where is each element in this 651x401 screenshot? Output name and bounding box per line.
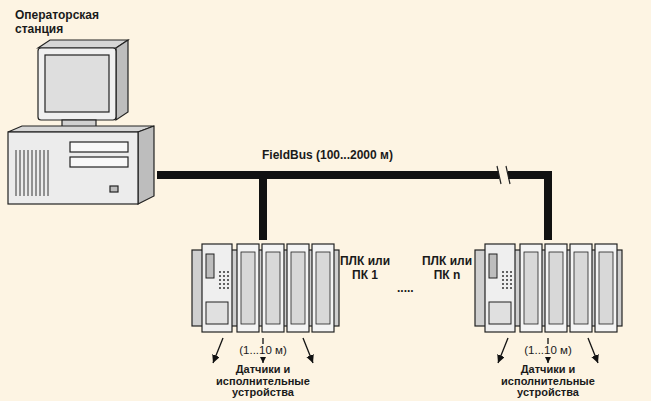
node-text: Датчики и исполнительные устройства (209, 364, 317, 399)
signal-arrow (303, 338, 313, 363)
edge-label: (1...10 м) (522, 344, 574, 357)
operator-station: Операторская станция (5, 5, 157, 210)
sensor-group: Датчики и исполнительные устройства (494, 364, 602, 399)
node-text: ПЛК или ПК 1 (338, 254, 392, 282)
fieldbus-line (157, 175, 263, 240)
ellipsis-dots: ..... (397, 281, 414, 295)
signal-arrow (498, 338, 508, 363)
plc-node: ПЛК или ПК n (420, 240, 622, 338)
sensor-group: Датчики и исполнительные устройства (209, 364, 317, 399)
node-text: Операторская станция (15, 8, 125, 36)
node-text: ПЛК или ПК n (420, 254, 474, 282)
bus-label: FieldBus (100...2000 м) (262, 148, 393, 162)
edge-label: (1...10 м) (237, 344, 289, 357)
break-mark (497, 166, 510, 184)
node-text: Датчики и исполнительные устройства (494, 364, 602, 399)
plc-rack (192, 244, 339, 332)
plc-node: ПЛК или ПК 1 (188, 240, 392, 338)
computer-illustration (8, 40, 154, 204)
signal-arrow (588, 338, 598, 363)
plc-rack (475, 244, 622, 332)
signal-arrow (213, 338, 223, 363)
fieldbus-line (157, 175, 548, 240)
